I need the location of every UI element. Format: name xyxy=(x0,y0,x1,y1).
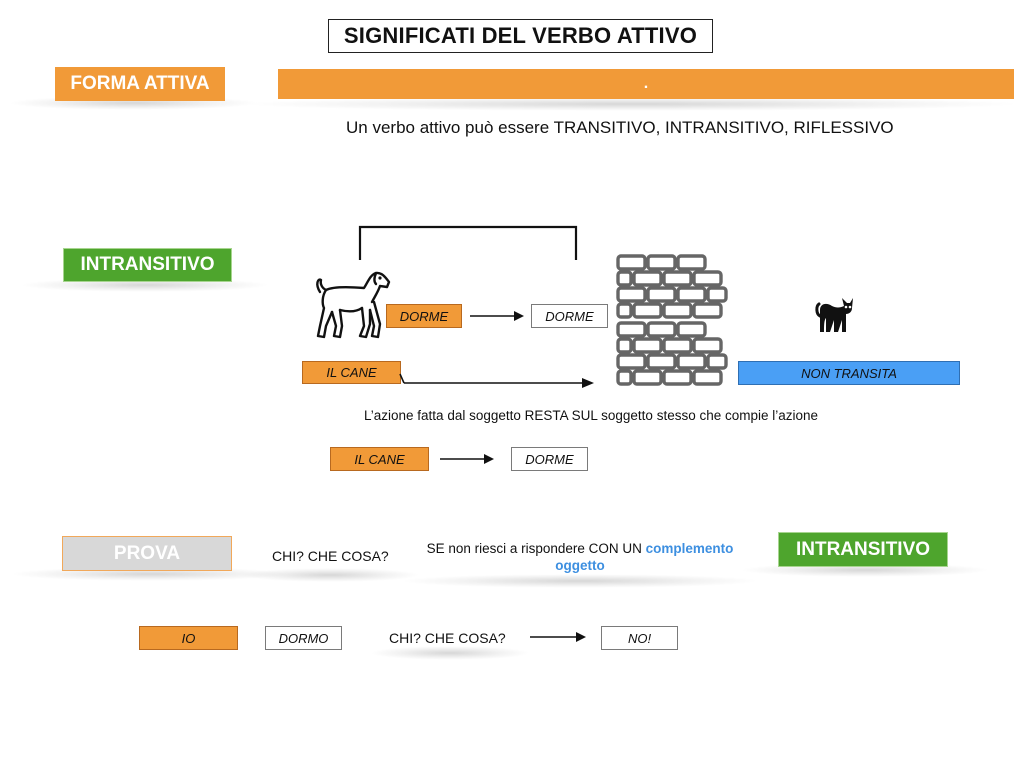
example-io-box: IO xyxy=(139,626,238,650)
bracket-line xyxy=(358,225,578,260)
prova-question: CHI? CHE COSA? xyxy=(272,548,389,564)
verb-box-dorme: DORME xyxy=(386,304,462,328)
question-shadow xyxy=(240,568,420,582)
hint-shadow xyxy=(400,574,760,588)
example-question-shadow xyxy=(370,646,530,660)
intransitivo-label: INTRANSITIVO xyxy=(63,248,232,282)
page-title: SIGNIFICATI DEL VERBO ATTIVO xyxy=(328,19,713,53)
arrow-dorme xyxy=(470,311,524,321)
prova-result-label: INTRANSITIVO xyxy=(778,532,948,567)
verb-box-dorme-outline: DORME xyxy=(531,304,608,328)
example-question: CHI? CHE COSA? xyxy=(389,630,506,646)
example-verb-box: DORME xyxy=(511,447,588,471)
example-answer-box: NO! xyxy=(601,626,678,650)
brick-wall-icon xyxy=(616,254,728,386)
prova-hint: SE non riesci a rispondere CON UN comple… xyxy=(410,540,750,574)
example-dormo-box: DORMO xyxy=(265,626,342,650)
cat-icon xyxy=(815,298,853,332)
hint-highlight-complemento: complemento xyxy=(645,541,734,556)
forma-attiva-bar: . xyxy=(278,69,1014,99)
forma-attiva-label: FORMA ATTIVA xyxy=(55,67,225,101)
explanation-text: L’azione fatta dal soggetto RESTA SUL so… xyxy=(364,408,819,423)
hint-prefix: SE non riesci a rispondere CON UN xyxy=(426,541,646,556)
arrow-to-wall xyxy=(399,373,594,388)
prova-label: PROVA xyxy=(62,536,232,571)
forma-attiva-bar-shadow xyxy=(240,97,1024,111)
subject-box-il-cane: IL CANE xyxy=(302,361,401,384)
example-question-arrow xyxy=(530,632,586,642)
intro-text: Un verbo attivo può essere TRANSITIVO, I… xyxy=(346,118,894,137)
example-arrow xyxy=(440,454,494,464)
hint-highlight-oggetto: oggetto xyxy=(555,558,605,573)
example-subject-box: IL CANE xyxy=(330,447,429,471)
dog-icon xyxy=(316,271,391,339)
result-box-non-transita: NON TRANSITA xyxy=(738,361,960,385)
